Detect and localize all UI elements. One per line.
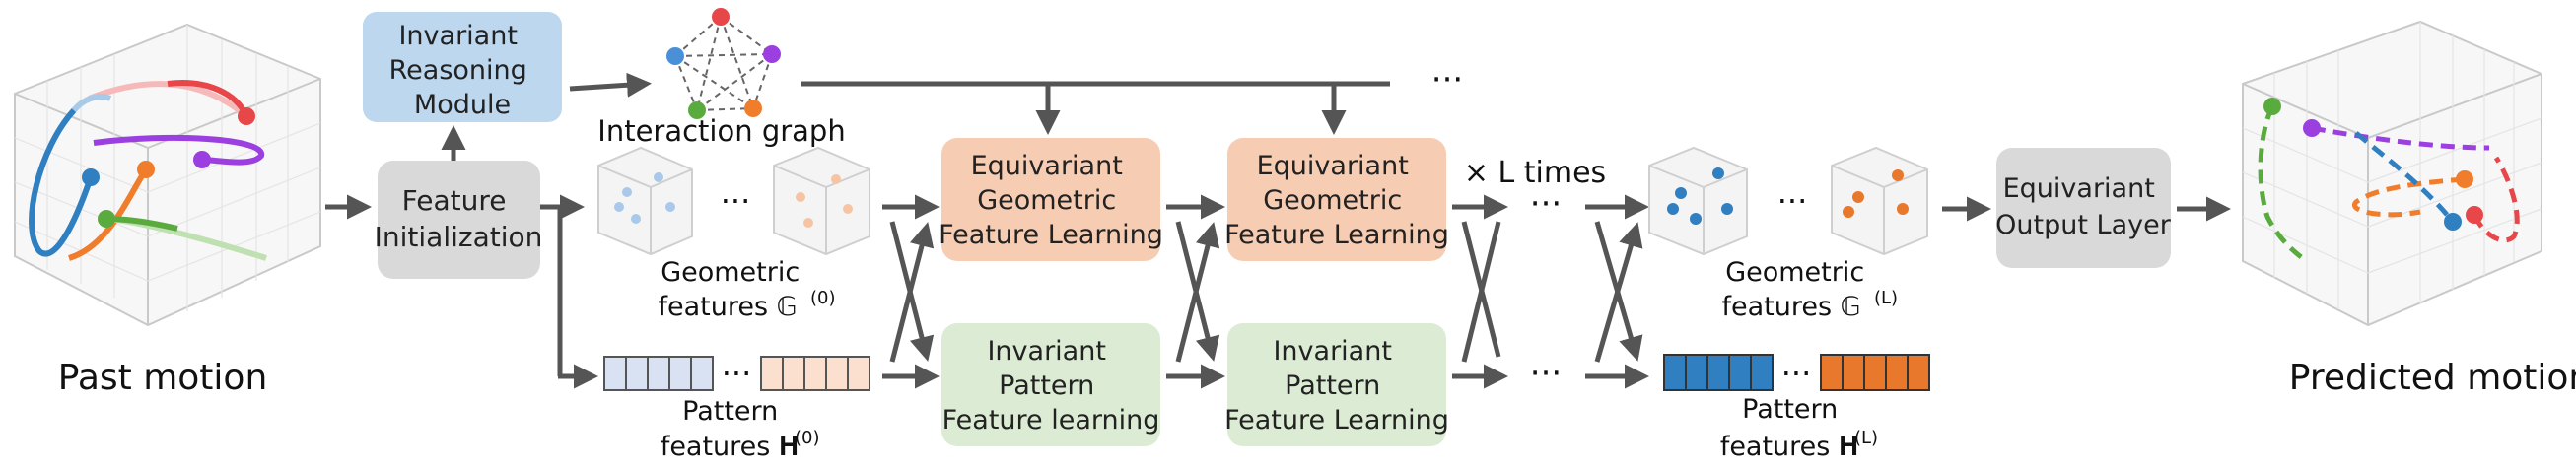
pred-red xyxy=(2472,156,2520,243)
pred-purple xyxy=(2311,125,2490,151)
traj-blue xyxy=(29,107,94,257)
geometric-cube-La xyxy=(1648,146,1748,256)
ellipsis-pat-0: ··· xyxy=(722,355,752,392)
svg-text:Invariant Pattern: Invariant Pattern Feature Learning xyxy=(1224,336,1449,436)
pattern-features-L-label: Pattern features 𝐇 xyxy=(1720,394,1858,462)
past-motion-plot xyxy=(14,23,321,327)
pred-blue xyxy=(2354,131,2455,224)
interaction-graph-label: Interaction graph xyxy=(597,114,845,148)
invariant-block-2: Invariant Pattern Feature Learning xyxy=(1224,323,1449,446)
graph-ellipsis: ··· xyxy=(1431,60,1463,100)
geometric-features-0-label: Geometric features 𝔾 xyxy=(658,257,807,322)
interaction-graph xyxy=(666,8,781,119)
invariant-reasoning-module: Invariant Reasoning Module xyxy=(363,12,562,122)
equivariant-output-layer: Equivariant Output Layer xyxy=(1995,148,2172,268)
svg-text:Equivariant Output Layer: Equivariant Output Layer xyxy=(1995,173,2172,240)
ellipsis-geo-0: ··· xyxy=(721,182,751,220)
pred-orange xyxy=(2351,176,2466,218)
ellipsis-geo-L: ··· xyxy=(1777,182,1808,220)
geometric-cube-Lb xyxy=(1831,146,1928,256)
equivariant-block-2: Equivariant Geometric Feature Learning xyxy=(1224,138,1449,261)
equivariant-block-1: Equivariant Geometric Feature Learning xyxy=(939,138,1163,261)
ellipsis-pat-L: ··· xyxy=(1781,355,1812,392)
svg-text:Equivariant Geometric: Equivariant Geometric Feature Learning xyxy=(1224,151,1449,250)
geo-L-superscript: (L) xyxy=(1874,288,1898,308)
geo-0-superscript: (0) xyxy=(810,288,836,308)
ellipsis-top: ··· xyxy=(1530,184,1562,224)
traj-purple xyxy=(93,134,264,166)
geometric-cube-0a xyxy=(597,146,693,256)
repeat-label: × L times xyxy=(1464,156,1606,190)
geometric-features-L-label: Geometric features 𝔾 xyxy=(1721,257,1872,322)
pat-L-superscript: (L) xyxy=(1854,428,1878,448)
predicted-motion-plot xyxy=(2242,20,2542,327)
svg-text:Invariant Pattern: Invariant Pattern Feature learning xyxy=(942,336,1160,436)
geometric-cube-0b xyxy=(773,146,870,256)
invariant-block-1: Invariant Pattern Feature learning xyxy=(941,323,1160,446)
traj-red xyxy=(87,81,248,119)
pattern-features-L xyxy=(1663,354,1930,391)
svg-text:Invariant Reasoning: Invariant Reasoning Module xyxy=(389,21,536,120)
pat-0-superscript: (0) xyxy=(795,428,820,448)
svg-text:Feature Initialization: Feature Initialization xyxy=(375,184,543,253)
feature-initialization: Feature Initialization xyxy=(375,161,543,279)
pattern-features-0-label: Pattern features 𝐇 xyxy=(661,396,799,462)
pattern-features-0 xyxy=(603,356,870,391)
svg-text:Equivariant Geometric: Equivariant Geometric Feature Learning xyxy=(939,151,1163,250)
past-motion-label: Past motion xyxy=(58,358,268,398)
pred-green xyxy=(2258,104,2309,264)
predicted-motion-label: Predicted motion xyxy=(2289,358,2576,398)
ellipsis-bottom: ··· xyxy=(1530,354,1562,393)
